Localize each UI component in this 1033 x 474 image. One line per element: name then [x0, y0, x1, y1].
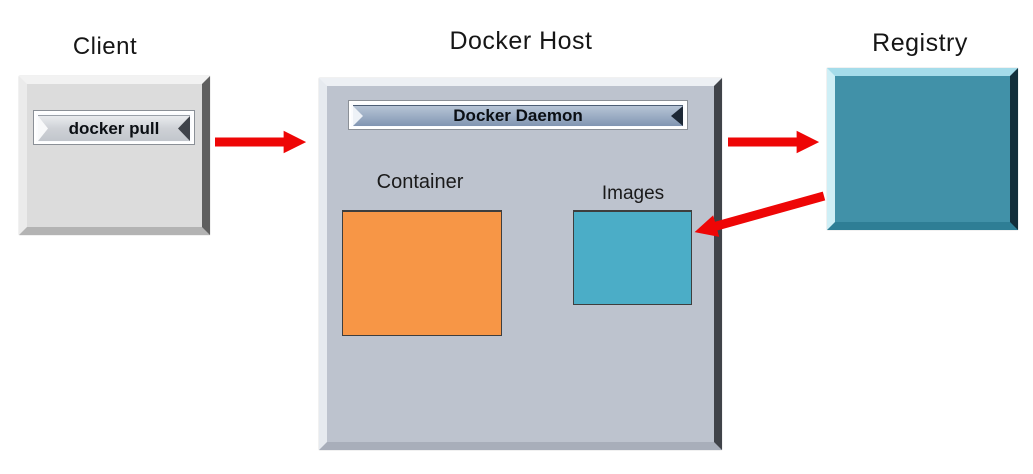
- registry-node: [827, 68, 1018, 230]
- bevel-right-wedge: [178, 116, 190, 141]
- docker-pull-label: docker pull: [68, 118, 160, 138]
- container-label: Container: [376, 171, 464, 193]
- container-box: [342, 210, 502, 336]
- docker-pull-button-face: docker pull: [38, 115, 190, 141]
- images-box: [573, 210, 692, 305]
- docker-daemon-bar: Docker Daemon: [348, 100, 688, 130]
- docker-host-title: Docker Host: [449, 27, 593, 55]
- arrow-registry-to-images: [694, 191, 826, 237]
- client-node: docker pull: [19, 76, 210, 235]
- client-title: Client: [72, 33, 138, 60]
- registry-title: Registry: [872, 29, 968, 57]
- docker-daemon-bar-face: Docker Daemon: [353, 105, 683, 126]
- images-label: Images: [601, 183, 665, 204]
- docker-daemon-label: Docker Daemon: [453, 106, 583, 125]
- docker-host-node: Docker Daemon Container Images: [319, 78, 722, 450]
- bevel-right-wedge: [671, 106, 683, 126]
- bevel-left-wedge: [38, 116, 48, 141]
- bevel-left-wedge: [353, 106, 363, 126]
- docker-pull-button: docker pull: [33, 110, 195, 145]
